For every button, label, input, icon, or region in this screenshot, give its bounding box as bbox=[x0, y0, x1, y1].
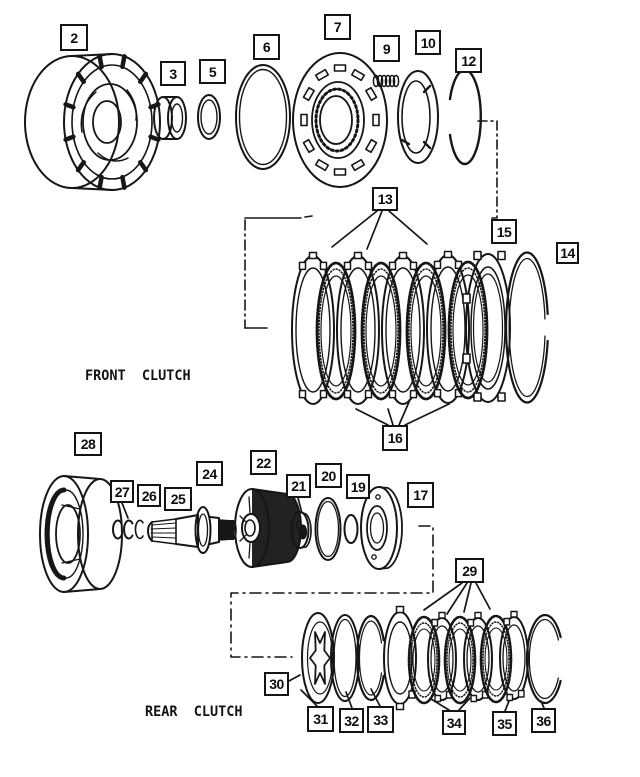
part-2-front-clutch-retainer bbox=[24, 53, 161, 191]
callout-6[interactable]: 6 bbox=[253, 34, 280, 60]
callout-33[interactable]: 33 bbox=[367, 706, 394, 733]
part-5-seal-ring bbox=[197, 94, 221, 140]
callout-24[interactable]: 24 bbox=[196, 461, 223, 486]
part-6-oring bbox=[235, 64, 291, 170]
part-12-snap-ring bbox=[448, 68, 482, 166]
part-10-spring-retainer bbox=[397, 70, 439, 164]
callout-5[interactable]: 5 bbox=[199, 59, 226, 84]
callout-7[interactable]: 7 bbox=[324, 14, 351, 40]
part-20-seal-ring bbox=[314, 497, 342, 561]
front-clutch-label: FRONT CLUTCH bbox=[85, 367, 191, 385]
part-14-snap-ring bbox=[504, 251, 549, 404]
leader-dash-15 bbox=[477, 120, 498, 219]
callout-2[interactable]: 2 bbox=[60, 24, 88, 51]
callout-19[interactable]: 19 bbox=[346, 474, 370, 499]
part-21-hub-washer bbox=[290, 511, 312, 549]
front-clutch-bracket bbox=[244, 215, 313, 329]
callout-34[interactable]: 34 bbox=[442, 710, 466, 735]
part-13-16-front-clutch-pack bbox=[291, 250, 489, 405]
callout-30[interactable]: 30 bbox=[264, 672, 289, 696]
callout-15[interactable]: 15 bbox=[491, 219, 517, 244]
callout-12[interactable]: 12 bbox=[455, 48, 482, 73]
callout-3[interactable]: 3 bbox=[160, 61, 186, 86]
leader-lines-13 bbox=[331, 210, 428, 250]
part-9-spring bbox=[372, 74, 400, 88]
callout-35[interactable]: 35 bbox=[492, 711, 517, 736]
callout-17[interactable]: 17 bbox=[407, 482, 434, 508]
callout-29[interactable]: 29 bbox=[455, 558, 484, 583]
callout-25[interactable]: 25 bbox=[164, 487, 192, 511]
part-24-shaft bbox=[147, 506, 237, 554]
callout-13[interactable]: 13 bbox=[372, 187, 398, 211]
part-3-bushing bbox=[153, 96, 187, 140]
callout-16[interactable]: 16 bbox=[382, 425, 408, 451]
part-19-oring bbox=[343, 514, 359, 544]
callout-31[interactable]: 31 bbox=[307, 706, 334, 732]
callout-10[interactable]: 10 bbox=[415, 30, 441, 55]
callout-21[interactable]: 21 bbox=[286, 474, 311, 498]
callout-20[interactable]: 20 bbox=[315, 463, 342, 488]
rear-clutch-label: REAR CLUTCH bbox=[145, 703, 243, 721]
callout-14[interactable]: 14 bbox=[556, 242, 579, 264]
part-28-rear-clutch-drum bbox=[39, 475, 123, 593]
callout-28[interactable]: 28 bbox=[74, 432, 102, 456]
part-7-piston-retainer bbox=[292, 52, 388, 188]
parts-30-36-rear-clutch-pack bbox=[301, 605, 562, 711]
part-17-piston bbox=[360, 486, 403, 570]
leader-lines-16 bbox=[355, 401, 450, 426]
callout-26[interactable]: 26 bbox=[137, 484, 161, 507]
callout-36[interactable]: 36 bbox=[531, 708, 556, 733]
callout-22[interactable]: 22 bbox=[250, 450, 277, 475]
rear-clutch-bracket bbox=[230, 525, 434, 658]
parts-25-26-27-clips bbox=[112, 519, 144, 540]
callout-9[interactable]: 9 bbox=[373, 35, 400, 62]
callout-27[interactable]: 27 bbox=[110, 480, 134, 503]
leader-lines-rear bbox=[121, 497, 545, 712]
leader-lines-29 bbox=[423, 582, 491, 615]
callout-32[interactable]: 32 bbox=[339, 708, 364, 733]
